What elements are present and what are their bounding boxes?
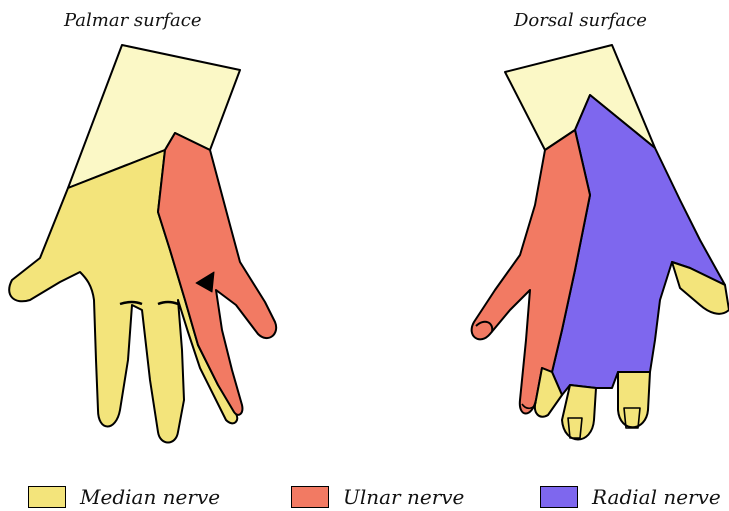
ulnar-label: Ulnar nerve [343,485,464,509]
dorsal-median-index [618,372,650,427]
radial-label: Radial nerve [592,485,721,509]
dorsal-median-middle [562,385,596,440]
dorsal-hand [472,45,729,440]
radial-swatch [540,486,578,508]
legend-item-median: Median nerve [28,484,220,510]
median-label: Median nerve [80,485,220,509]
median-swatch [28,486,66,508]
legend-item-ulnar: Ulnar nerve [291,484,464,510]
ulnar-swatch [291,486,329,508]
legend-item-radial: Radial nerve [540,484,721,510]
palmar-hand [9,45,276,443]
